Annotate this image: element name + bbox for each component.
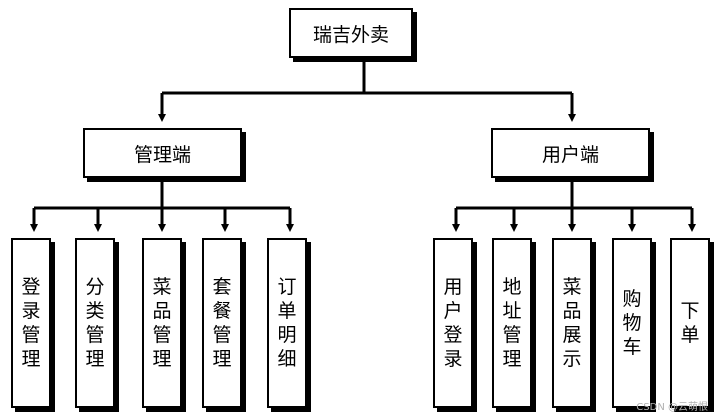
admin-leaf-dish-management: 菜品管理: [142, 238, 182, 408]
leaf-label: 菜品管理: [152, 276, 172, 370]
user-leaf-shopping-cart: 购物车: [612, 238, 652, 408]
user-branch-node: 用户端: [491, 128, 650, 178]
root-node: 瑞吉外卖: [289, 8, 413, 58]
user-branch-label: 用户端: [541, 143, 599, 166]
leaf-label: 下单: [680, 300, 700, 346]
leaf-label: 登录管理: [21, 276, 41, 370]
admin-leaf-setmeal-management: 套餐管理: [202, 238, 242, 408]
user-leaf-user-login: 用户登录: [433, 238, 473, 408]
user-leaf-place-order: 下单: [670, 238, 710, 408]
leaf-label: 地址管理: [502, 276, 522, 370]
admin-leaf-login-management: 登录管理: [11, 238, 51, 408]
admin-leaf-order-details: 订单明细: [267, 238, 307, 408]
leaf-label: 订单明细: [277, 276, 297, 370]
leaf-label: 用户登录: [443, 276, 463, 370]
admin-branch-label: 管理端: [133, 143, 191, 166]
leaf-label: 套餐管理: [212, 276, 232, 370]
admin-branch-node: 管理端: [83, 128, 242, 178]
user-leaf-address-management: 地址管理: [492, 238, 532, 408]
root-node-label: 瑞吉外卖: [312, 23, 389, 46]
user-leaf-dish-display: 菜品展示: [552, 238, 592, 408]
leaf-label: 购物车: [622, 288, 642, 358]
leaf-label: 分类管理: [85, 276, 105, 370]
watermark: CSDN @云萌恨: [636, 402, 708, 413]
leaf-label: 菜品展示: [562, 276, 582, 370]
admin-leaf-category-management: 分类管理: [75, 238, 115, 408]
